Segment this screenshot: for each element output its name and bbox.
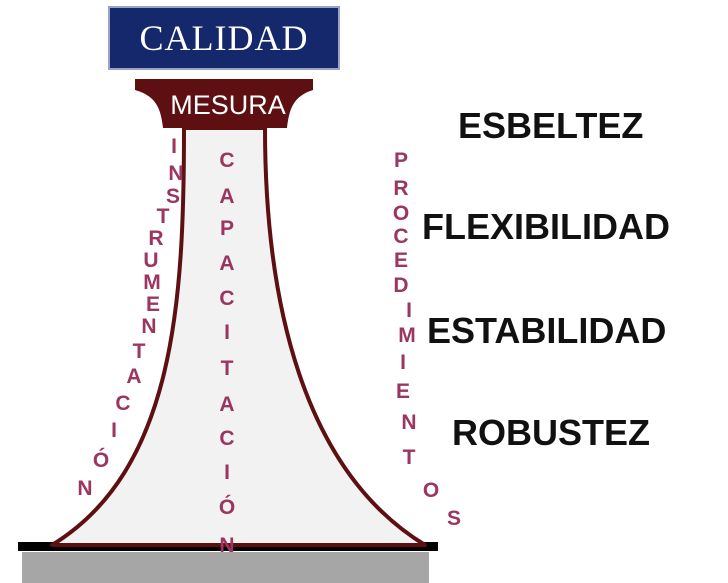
column-base-slab bbox=[22, 552, 429, 583]
vertical-letter: S bbox=[446, 507, 461, 530]
vertical-letter: Ó bbox=[218, 496, 236, 519]
vertical-letter: T bbox=[402, 446, 416, 469]
vertical-letter: A bbox=[219, 252, 235, 275]
capital-label: MESURA bbox=[170, 90, 286, 120]
vertical-letter: U bbox=[143, 249, 159, 272]
vertical-letter: C bbox=[393, 225, 409, 248]
vertical-letter: S bbox=[165, 185, 180, 208]
attribute-estabilidad: ESTABILIDAD bbox=[427, 310, 667, 351]
title-box: CALIDAD bbox=[108, 6, 340, 70]
vertical-letter: A bbox=[219, 393, 235, 416]
vertical-letter: C bbox=[219, 427, 235, 450]
vertical-letter: O bbox=[392, 202, 410, 225]
vertical-letter: I bbox=[400, 351, 406, 374]
vertical-letter: T bbox=[220, 357, 234, 380]
vertical-letter: T bbox=[156, 205, 170, 228]
vertical-letter: Ó bbox=[92, 449, 110, 472]
vertical-letter: E bbox=[145, 293, 160, 316]
vertical-letter: C bbox=[219, 287, 235, 310]
vertical-letter: I bbox=[111, 419, 117, 442]
vertical-letter: I bbox=[224, 321, 230, 344]
attribute-robustez: ROBUSTEZ bbox=[452, 412, 650, 453]
vertical-letter: N bbox=[77, 477, 93, 500]
attribute-flexibilidad: FLEXIBILIDAD bbox=[422, 206, 670, 247]
vertical-letter: N bbox=[168, 162, 184, 185]
column-capital bbox=[135, 79, 313, 128]
vertical-letter: A bbox=[126, 365, 142, 388]
vertical-letter: I bbox=[224, 461, 230, 484]
vertical-letter: M bbox=[398, 324, 416, 347]
vertical-letter: P bbox=[393, 149, 408, 172]
vertical-letter: E bbox=[395, 380, 410, 403]
vertical-letter: N bbox=[141, 315, 157, 338]
vertical-letter: O bbox=[422, 479, 440, 502]
vertical-letter: A bbox=[219, 185, 235, 208]
vertical-letter: I bbox=[406, 299, 412, 322]
vertical-letter: R bbox=[148, 227, 164, 250]
vertical-letter: M bbox=[143, 271, 161, 294]
title-text: CALIDAD bbox=[139, 18, 309, 58]
vertical-letter: P bbox=[219, 217, 234, 240]
vertical-letter: I bbox=[171, 135, 177, 158]
vertical-letter: R bbox=[393, 177, 409, 200]
vertical-letter: C bbox=[115, 392, 131, 415]
column-shaft bbox=[50, 126, 427, 547]
vertical-letter: N bbox=[219, 534, 235, 557]
vertical-letter: D bbox=[393, 274, 409, 297]
vertical-letter: E bbox=[393, 249, 408, 272]
attribute-esbeltez: ESBELTEZ bbox=[458, 105, 644, 146]
vertical-letter: N bbox=[401, 411, 417, 434]
vertical-letter: T bbox=[132, 340, 146, 363]
vertical-letter: C bbox=[219, 149, 235, 172]
